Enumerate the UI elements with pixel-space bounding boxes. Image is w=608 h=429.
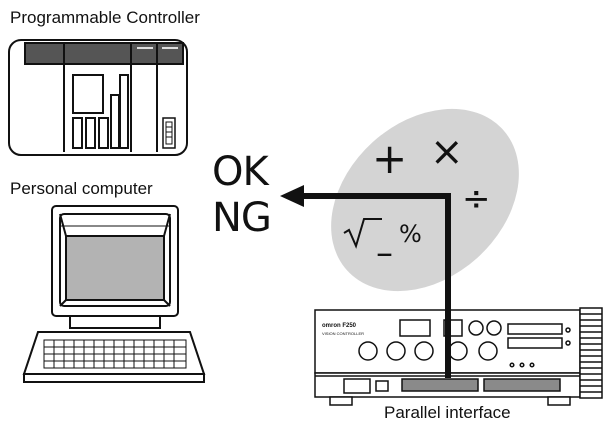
pc-label: Personal computer — [10, 179, 153, 198]
ng-result: NG — [212, 195, 272, 241]
device-brand: omron F250 — [322, 323, 357, 329]
programmable-controller-icon — [8, 39, 188, 156]
times-symbol: × — [430, 129, 464, 175]
plus-symbol: + — [372, 134, 408, 183]
plc-label: Programmable Controller — [10, 8, 200, 27]
personal-computer-icon — [22, 205, 206, 383]
arrowhead-left-icon — [280, 185, 304, 207]
divide-symbol: ÷ — [462, 179, 491, 219]
square-root-symbol — [343, 218, 382, 249]
vision-controller-device — [314, 307, 603, 406]
device-subtitle: VISION CONTROLLER — [322, 331, 364, 336]
percent-symbol: % — [399, 220, 422, 248]
ok-result: OK — [212, 149, 269, 195]
parallel-interface-label: Parallel interface — [384, 403, 511, 422]
signal-arrow — [280, 185, 451, 378]
minus-symbol: – — [376, 233, 393, 273]
keyboard-keys — [43, 339, 187, 369]
calculation-bubble — [331, 108, 519, 292]
